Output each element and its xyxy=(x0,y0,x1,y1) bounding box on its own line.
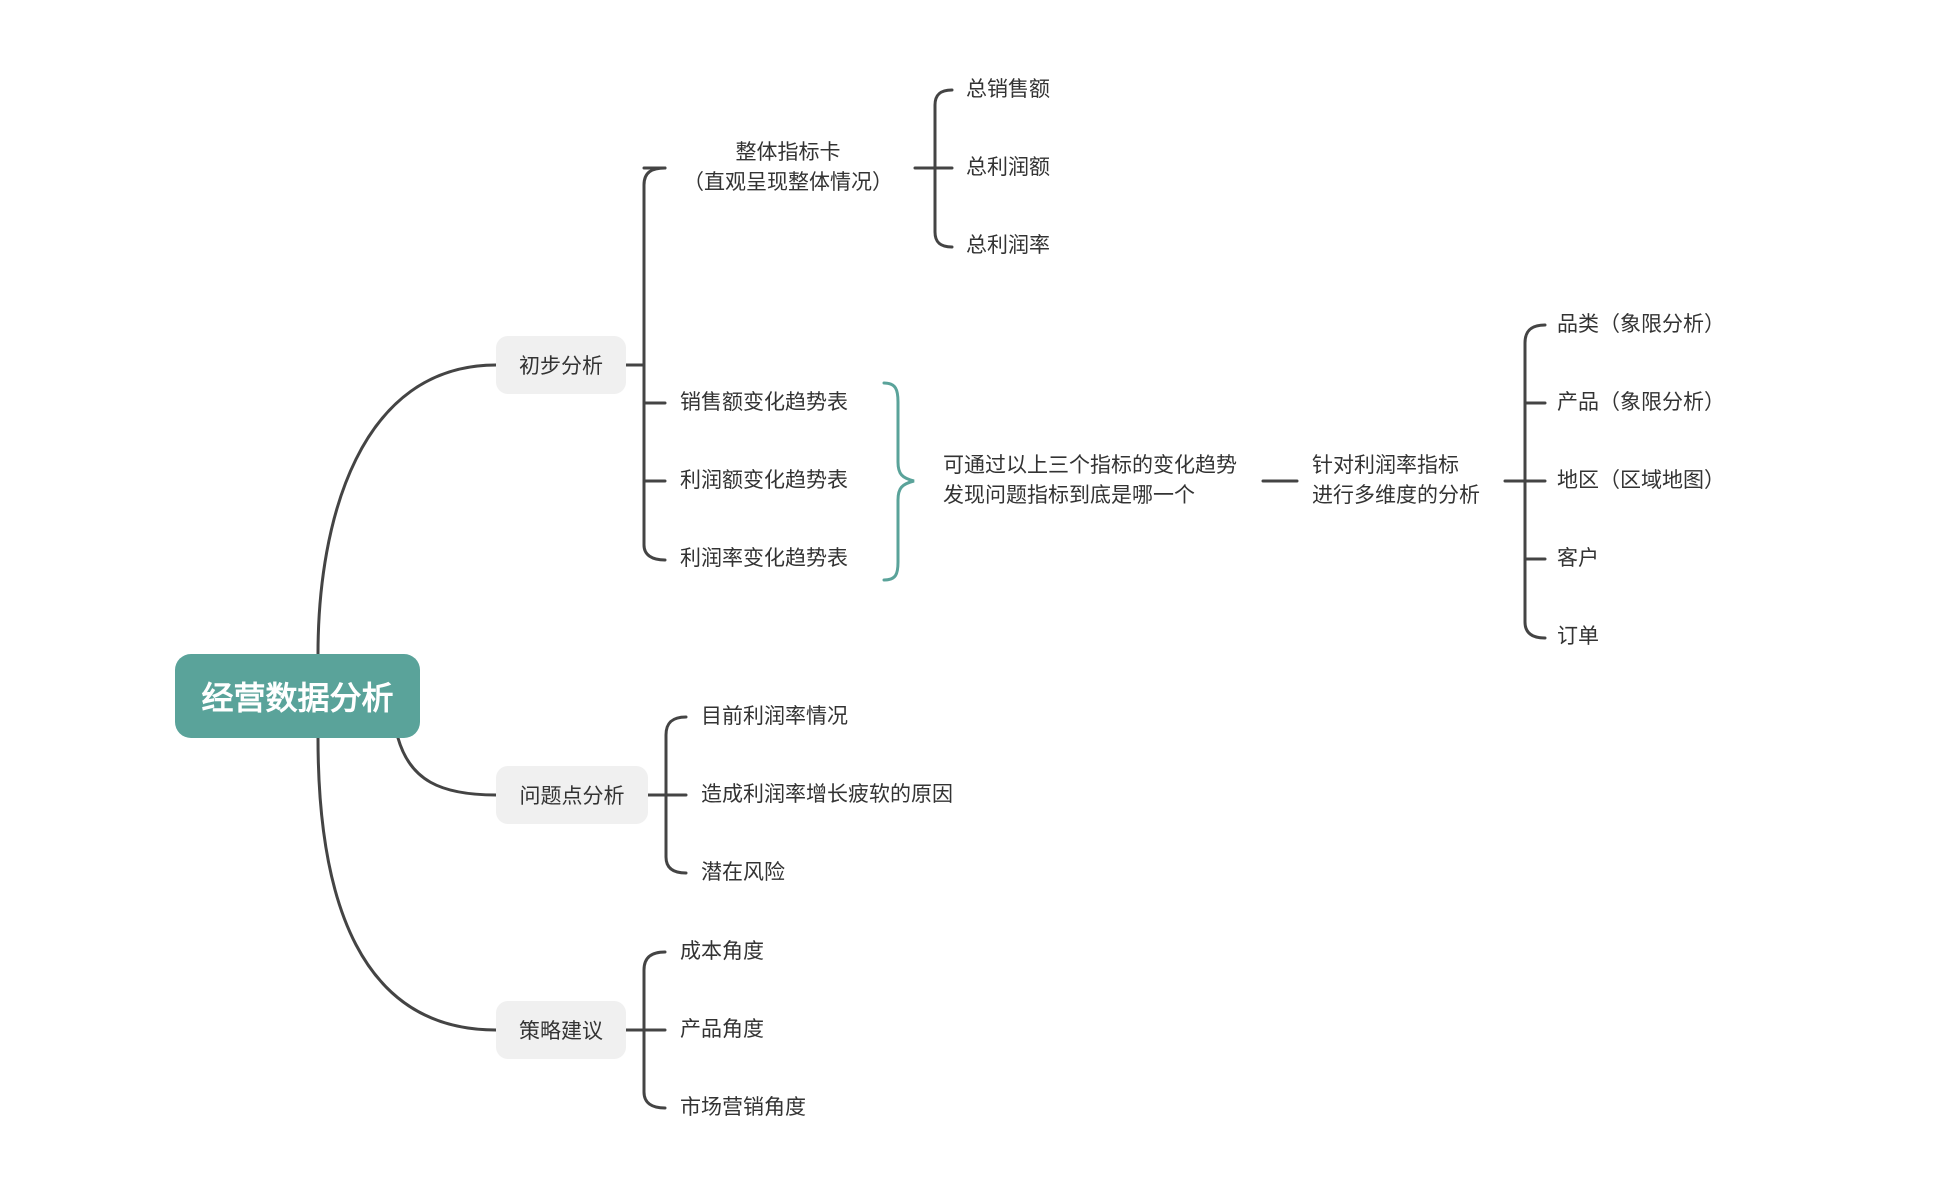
node-profit-analysis[interactable]: 针对利润率指标 进行多维度的分析 xyxy=(1312,450,1480,510)
node-trend-profit-rate[interactable]: 利润率变化趋势表 xyxy=(680,546,848,570)
node-problem-causes[interactable]: 造成利润率增长疲软的原因 xyxy=(701,782,953,806)
node-metric-profit[interactable]: 总利润额 xyxy=(966,155,1050,179)
node-metric-profit-rate[interactable]: 总利润率 xyxy=(966,233,1050,257)
connector-root-strategy xyxy=(316,736,498,1032)
topic-initial-analysis[interactable]: 初步分析 xyxy=(496,336,626,394)
node-problem-current-rate[interactable]: 目前利润率情况 xyxy=(701,704,848,728)
node-strategy-cost[interactable]: 成本角度 xyxy=(680,939,764,963)
node-dimension-region[interactable]: 地区（区域地图） xyxy=(1557,468,1725,492)
profit-analysis-line2: 进行多维度的分析 xyxy=(1312,483,1480,507)
node-trend-sales[interactable]: 销售额变化趋势表 xyxy=(680,390,848,414)
root-node[interactable]: 经营数据分析 xyxy=(175,654,420,738)
connector-initial-tables xyxy=(642,401,667,483)
profit-analysis-line1: 针对利润率指标 xyxy=(1312,453,1459,477)
curly-brace-trends xyxy=(882,381,915,582)
node-dimension-product[interactable]: 产品（象限分析） xyxy=(1557,390,1725,414)
node-trend-profit[interactable]: 利润额变化趋势表 xyxy=(680,468,848,492)
trend-note-line1: 可通过以上三个指标的变化趋势 xyxy=(943,453,1237,477)
node-trend-note[interactable]: 可通过以上三个指标的变化趋势 发现问题指标到底是哪一个 xyxy=(943,450,1237,510)
topic-problem-analysis[interactable]: 问题点分析 xyxy=(496,766,648,824)
indicator-card-subtitle: （直观呈现整体情况） xyxy=(683,170,893,194)
node-strategy-product[interactable]: 产品角度 xyxy=(680,1017,764,1041)
topic-strategy[interactable]: 策略建议 xyxy=(496,1001,626,1059)
connector-root-initial xyxy=(316,363,498,656)
node-dimension-order[interactable]: 订单 xyxy=(1557,624,1599,648)
connector-root-problem xyxy=(396,736,498,797)
node-strategy-marketing[interactable]: 市场营销角度 xyxy=(680,1095,806,1119)
connector-dims-mid xyxy=(1523,401,1547,561)
node-dimension-category[interactable]: 品类（象限分析） xyxy=(1557,312,1725,336)
node-metric-sales[interactable]: 总销售额 xyxy=(966,77,1050,101)
node-indicator-card[interactable]: 整体指标卡 （直观呈现整体情况） xyxy=(683,137,893,197)
node-problem-risks[interactable]: 潜在风险 xyxy=(701,860,785,884)
bracket-initial xyxy=(642,166,667,562)
node-dimension-customer[interactable]: 客户 xyxy=(1557,546,1599,570)
trend-note-line2: 发现问题指标到底是哪一个 xyxy=(943,483,1195,507)
indicator-card-title: 整体指标卡 xyxy=(735,140,841,164)
